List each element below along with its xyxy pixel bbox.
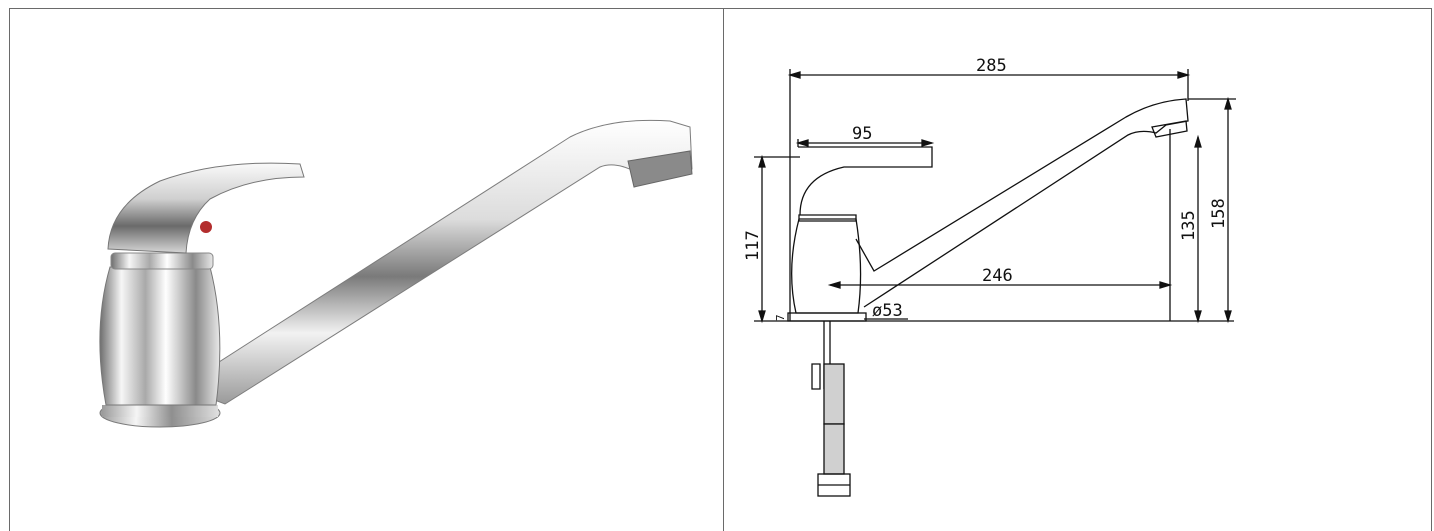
- technical-drawing-cell: 285 95 117 7 246 ø53 135 158: [724, 9, 1431, 531]
- dim-overall-length: 285: [976, 56, 1007, 76]
- dim-spout-outlet-height: 135: [1179, 210, 1199, 241]
- dim-spout-reach: 246: [982, 266, 1013, 286]
- drawing-handle: [798, 146, 933, 216]
- product-photo-cell: [10, 9, 723, 531]
- faucet-collar: [110, 252, 214, 270]
- drawing-collar: [798, 214, 857, 222]
- faucet-technical-drawing: 285 95 117 7 246 ø53 135 158: [743, 56, 1236, 497]
- dim-body-height: 117: [743, 230, 763, 261]
- faucet-spout: [178, 119, 693, 405]
- hot-cold-indicator-icon: [200, 221, 212, 233]
- drawing-spout: [855, 98, 1189, 308]
- faucet-base-ring: [102, 405, 218, 417]
- dim-base-diameter: ø53: [872, 301, 903, 321]
- dim-base-thickness: 7: [774, 314, 787, 321]
- dim-handle-length: 95: [852, 124, 872, 144]
- drawing-supply-hose: [811, 321, 851, 497]
- dim-overall-height: 158: [1209, 198, 1229, 229]
- faucet-photo: [99, 119, 693, 428]
- drawing-body: [791, 218, 862, 314]
- table-frame: [9, 8, 1432, 531]
- faucet-spout-tip: [627, 150, 693, 188]
- faucet-body: [99, 266, 221, 406]
- column-divider: [723, 8, 724, 531]
- drawing-base-plate: [787, 312, 867, 322]
- faucet-lever-handle: [107, 162, 305, 254]
- drawing-aerator: [1151, 120, 1188, 138]
